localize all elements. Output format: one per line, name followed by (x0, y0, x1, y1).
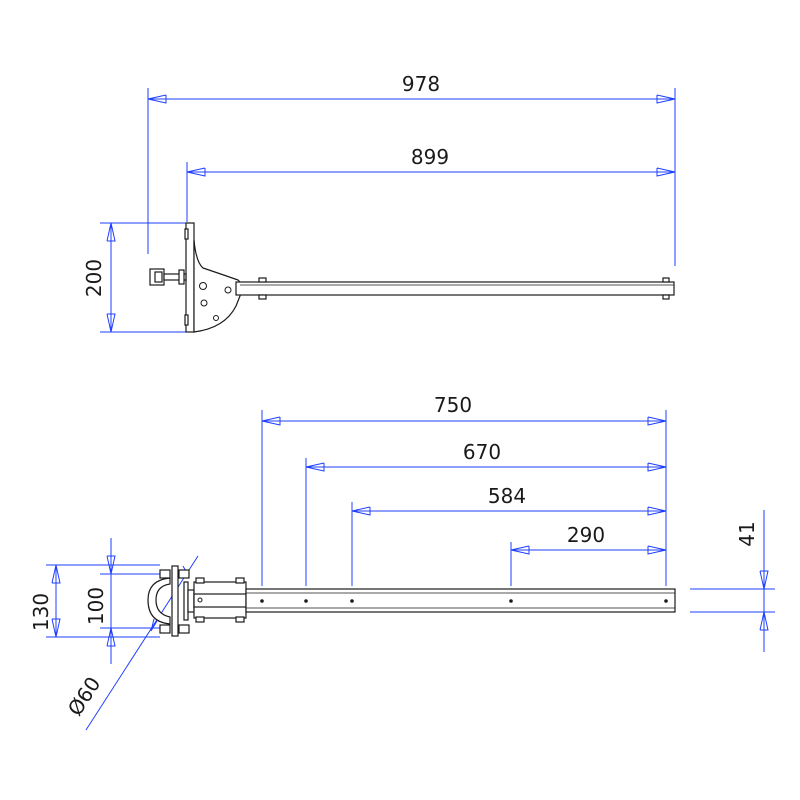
clamp-nut-bottom-left (159, 624, 171, 634)
clamp-nut-bottom-right (178, 624, 190, 634)
dimension-750: 750 (261, 393, 667, 426)
mount-block (187, 589, 195, 613)
dimension-200: 200 (82, 222, 116, 333)
clamp-screw-nut (154, 271, 163, 283)
dimension-text-978: 978 (402, 72, 440, 96)
mount-bolt-top-left (195, 577, 205, 584)
arm-bolt-bottom-left (258, 294, 267, 300)
arm-hole-290 (509, 599, 513, 603)
arm-bolt-top-left (258, 277, 267, 283)
dimension-584: 584 (351, 484, 667, 516)
mount-bolt-bottom-right (235, 616, 245, 623)
arm-bolt-top-right (662, 277, 670, 283)
clamp-plate-left (171, 565, 179, 637)
dimension-text-diameter-60: Ø60 (63, 672, 106, 720)
dimension-100: 100 (84, 538, 160, 664)
arm-hole-750 (260, 599, 264, 603)
dimension-text-290: 290 (567, 523, 605, 547)
dimension-text-584: 584 (488, 484, 526, 508)
gusset-hole-4 (224, 286, 232, 294)
dimension-670: 670 (305, 440, 667, 472)
arm-hole-end (664, 599, 668, 603)
dimension-text-100: 100 (84, 587, 108, 625)
dimension-899: 899 (186, 145, 676, 177)
arm-bolt-bottom-right (662, 294, 670, 300)
dimension-978: 978 (147, 72, 676, 104)
clamp-screw-shaft (163, 273, 187, 281)
dimension-text-130: 130 (29, 593, 53, 631)
mount-bolt-top-right (235, 577, 245, 584)
dimension-text-750: 750 (434, 393, 472, 417)
dimension-text-41: 41 (735, 521, 759, 546)
dimension-text-200: 200 (82, 259, 106, 297)
arm-profile (235, 281, 675, 296)
mount-hole (197, 597, 203, 603)
dimension-290: 290 (510, 523, 667, 555)
gusset-hole-1 (199, 282, 207, 290)
gusset-hole-2 (200, 299, 208, 307)
dimension-130: 130 (29, 564, 160, 638)
side-view: 750 670 584 290 (29, 393, 775, 731)
clamp-u-bolt (147, 577, 171, 625)
mount-bolt-bottom-left (195, 616, 205, 623)
clamp-nut-top-left (159, 569, 171, 579)
arm-channel (245, 588, 676, 613)
arm-profile-side (245, 588, 676, 613)
clamp-nut-top-right (178, 569, 190, 579)
gusset-hole-3 (213, 315, 219, 321)
clamp-plate-right (183, 581, 189, 621)
arm-hole-584 (350, 599, 354, 603)
arm-hole-670 (304, 599, 308, 603)
top-view-bracket (149, 222, 675, 333)
dimension-41: 41 (690, 510, 775, 652)
dimension-text-899: 899 (411, 145, 449, 169)
pipe-clamp (147, 565, 247, 637)
clamp-screw-washer (178, 269, 185, 285)
top-view: 978 899 200 (82, 72, 676, 333)
plate-bolt-top (184, 228, 189, 240)
gusset-plate (193, 239, 245, 333)
plate-bolt-bottom (184, 314, 189, 326)
dimension-text-670: 670 (463, 440, 501, 464)
